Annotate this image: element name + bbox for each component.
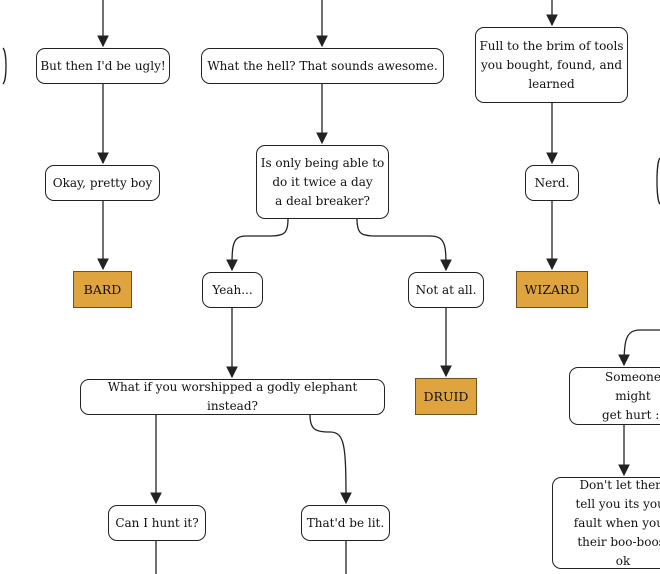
edge-twice-day-to-not-at-all [356,218,452,272]
node-awesome: What the hell? That sounds awesome. [201,48,444,84]
node-wizard: WIZARD [516,271,588,308]
node-nerd: Nerd. [525,165,579,201]
edge-offscreen-to-hurt [618,329,660,367]
edge-twice-day-to-yeah [226,218,289,272]
edge-elephant-to-lit [309,414,352,505]
node-druid: DRUID [415,378,477,415]
node-lit: That'd be lit. [301,505,390,541]
edge-left-offscreen-stub [2,47,7,85]
edge-right-offscreen-stub [656,157,660,205]
node-hunt: Can I hunt it? [108,505,206,541]
node-boo-boos: Don't let them tell you its your fault w… [552,477,660,569]
node-twice-day: Is only being able to do it twice a day … [256,145,389,219]
node-pretty-boy: Okay, pretty boy [45,165,160,201]
node-bard: BARD [73,271,132,308]
node-not-at-all: Not at all. [408,272,484,308]
node-yeah: Yeah... [202,272,263,308]
node-tools: Full to the brim of tools you bought, fo… [475,27,628,103]
node-ugly: But then I'd be ugly! [36,48,170,84]
node-elephant: What if you worshipped a godly elephant … [80,379,385,415]
node-hurt: Someone might get hurt :( [569,367,660,425]
